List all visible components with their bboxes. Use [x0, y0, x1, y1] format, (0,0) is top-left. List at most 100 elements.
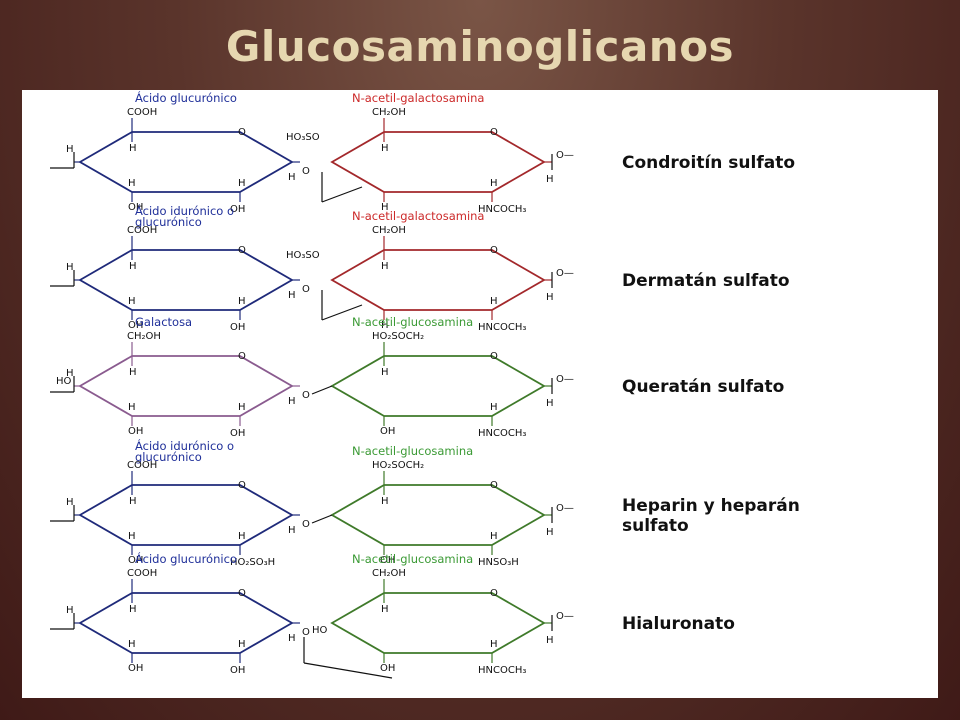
hydrogen-label: H [490, 639, 498, 650]
ring-oxygen-label: O [238, 245, 246, 256]
hydrogen-label: H [381, 202, 389, 213]
ring-oxygen-label: O [238, 351, 246, 362]
hydrogen-label: H [128, 178, 136, 189]
hydroxyl-label: OH [128, 555, 143, 566]
hydroxyl-label: OH [380, 555, 395, 566]
right-ring [330, 249, 546, 311]
substituent-label: HNCOCH₃ [478, 428, 526, 439]
hydrogen-label: H [238, 639, 246, 650]
hydrogen-label: H [238, 178, 246, 189]
hydrogen-label: H [128, 296, 136, 307]
ring-oxygen-label: O [238, 588, 246, 599]
substituent-label: CH₂OH [372, 107, 406, 118]
hydrogen-label: H [66, 144, 74, 155]
left-sugar-header: Ácido glucurónico [135, 90, 237, 105]
hydrogen-label: H [546, 398, 554, 409]
substituent-label: HO₂SOCH₂ [372, 331, 424, 342]
hydrogen-label: H [288, 396, 296, 407]
right-sugar-header: N-acetil-galactosamina [352, 91, 484, 105]
hydrogen-label: H [129, 604, 137, 615]
hydroxyl-label: OH [128, 426, 143, 437]
hydrogen-label: H [128, 531, 136, 542]
substituent-label: COOH [127, 225, 157, 236]
substituent-label: OH [230, 204, 245, 215]
bond [321, 304, 363, 321]
hydrogen-label: H [546, 292, 554, 303]
left-ring [78, 131, 294, 193]
substituent-label: CH₂OH [372, 568, 406, 579]
substituent-label: HO₂SO₃H [230, 557, 275, 568]
link-oxygen-label: O [302, 390, 310, 401]
hydrogen-label: H [288, 172, 296, 183]
gag-row: Ácido glucurónico N-acetil-glucosaminaCOO… [50, 551, 735, 679]
right-sugar-header: N-acetil-galactosamina [352, 209, 484, 223]
hydrogen-label: H [288, 525, 296, 536]
hydrogen-label: H [66, 605, 74, 616]
substituent-label: OH [230, 665, 245, 676]
hydrogen-label: H [66, 497, 74, 508]
hydrogen-label: H [381, 367, 389, 378]
gag-name: Condroitín sulfato [622, 153, 795, 173]
hydrogen-label: H [129, 143, 137, 154]
substituent-label: COOH [127, 568, 157, 579]
substituent-label: CH₂OH [372, 225, 406, 236]
right-ring [330, 131, 546, 193]
left-sugar-header: Ácido idurónico o [135, 203, 234, 218]
hydroxyl-label: OH [128, 663, 143, 674]
hydroxyl-label: OH [380, 663, 395, 674]
ring-oxygen-label: O [238, 127, 246, 138]
link-oxygen-label: O— [556, 150, 574, 161]
right-ring [330, 484, 546, 546]
left-ring [78, 249, 294, 311]
hydrogen-label: H [381, 604, 389, 615]
sulfate-label: HO₃SO [286, 132, 320, 143]
substituent-label: HO₂SOCH₂ [372, 460, 424, 471]
substituent-label: HNCOCH₃ [478, 204, 526, 215]
hydrogen-label: H [238, 531, 246, 542]
substituent-label: COOH [127, 107, 157, 118]
hydrogen-label: H [238, 296, 246, 307]
gag-name: Heparin y heparán [622, 496, 800, 516]
right-sugar-header: N-acetil-glucosamina [352, 315, 473, 329]
gag-name: Queratán sulfato [622, 377, 784, 397]
right-sugar-header: N-acetil-glucosamina [352, 444, 473, 458]
hydrogen-label: H [381, 320, 389, 331]
substituent-label: CH₂OH [127, 331, 161, 342]
left-ring [78, 484, 294, 546]
link-oxygen-label: O— [556, 611, 574, 622]
left-sugar-header: Ácido glucurónico [135, 551, 237, 566]
hydroxyl-label: OH [380, 426, 395, 437]
ring-oxygen-label: O [490, 588, 498, 599]
hydroxyl-label: HO [312, 625, 328, 636]
glycosidic-bond [311, 385, 333, 395]
substituent-label: COOH [127, 460, 157, 471]
left-sugar-header: glucurónico [135, 215, 202, 229]
substituent-label: HNCOCH₃ [478, 322, 526, 333]
substituent-label: HNSO₃H [478, 557, 519, 568]
hydrogen-label: H [238, 402, 246, 413]
hydrogen-label: H [66, 262, 74, 273]
substituent-label: HNCOCH₃ [478, 665, 526, 676]
left-ring [78, 592, 294, 654]
hydrogen-label: H [66, 368, 74, 379]
left-sugar-header: Galactosa [135, 315, 192, 329]
gag-name: Hialuronato [622, 614, 735, 634]
substituent-label: OH [230, 322, 245, 333]
ring-oxygen-label: O [490, 480, 498, 491]
hydrogen-label: H [129, 496, 137, 507]
bond [303, 662, 393, 679]
left-sugar-header: Ácido idurónico o [135, 438, 234, 453]
link-oxygen-label: O— [556, 268, 574, 279]
gag-row: Ácido glucurónico N-acetil-galactosaminaC… [50, 90, 795, 215]
hydrogen-label: H [546, 635, 554, 646]
sulfate-label: HO₃SO [286, 250, 320, 261]
right-sugar-header: N-acetil-glucosamina [352, 552, 473, 566]
ring-oxygen-label: O [490, 245, 498, 256]
link-oxygen-label: O [302, 519, 310, 530]
hydrogen-label: H [288, 633, 296, 644]
hydrogen-label: H [381, 143, 389, 154]
